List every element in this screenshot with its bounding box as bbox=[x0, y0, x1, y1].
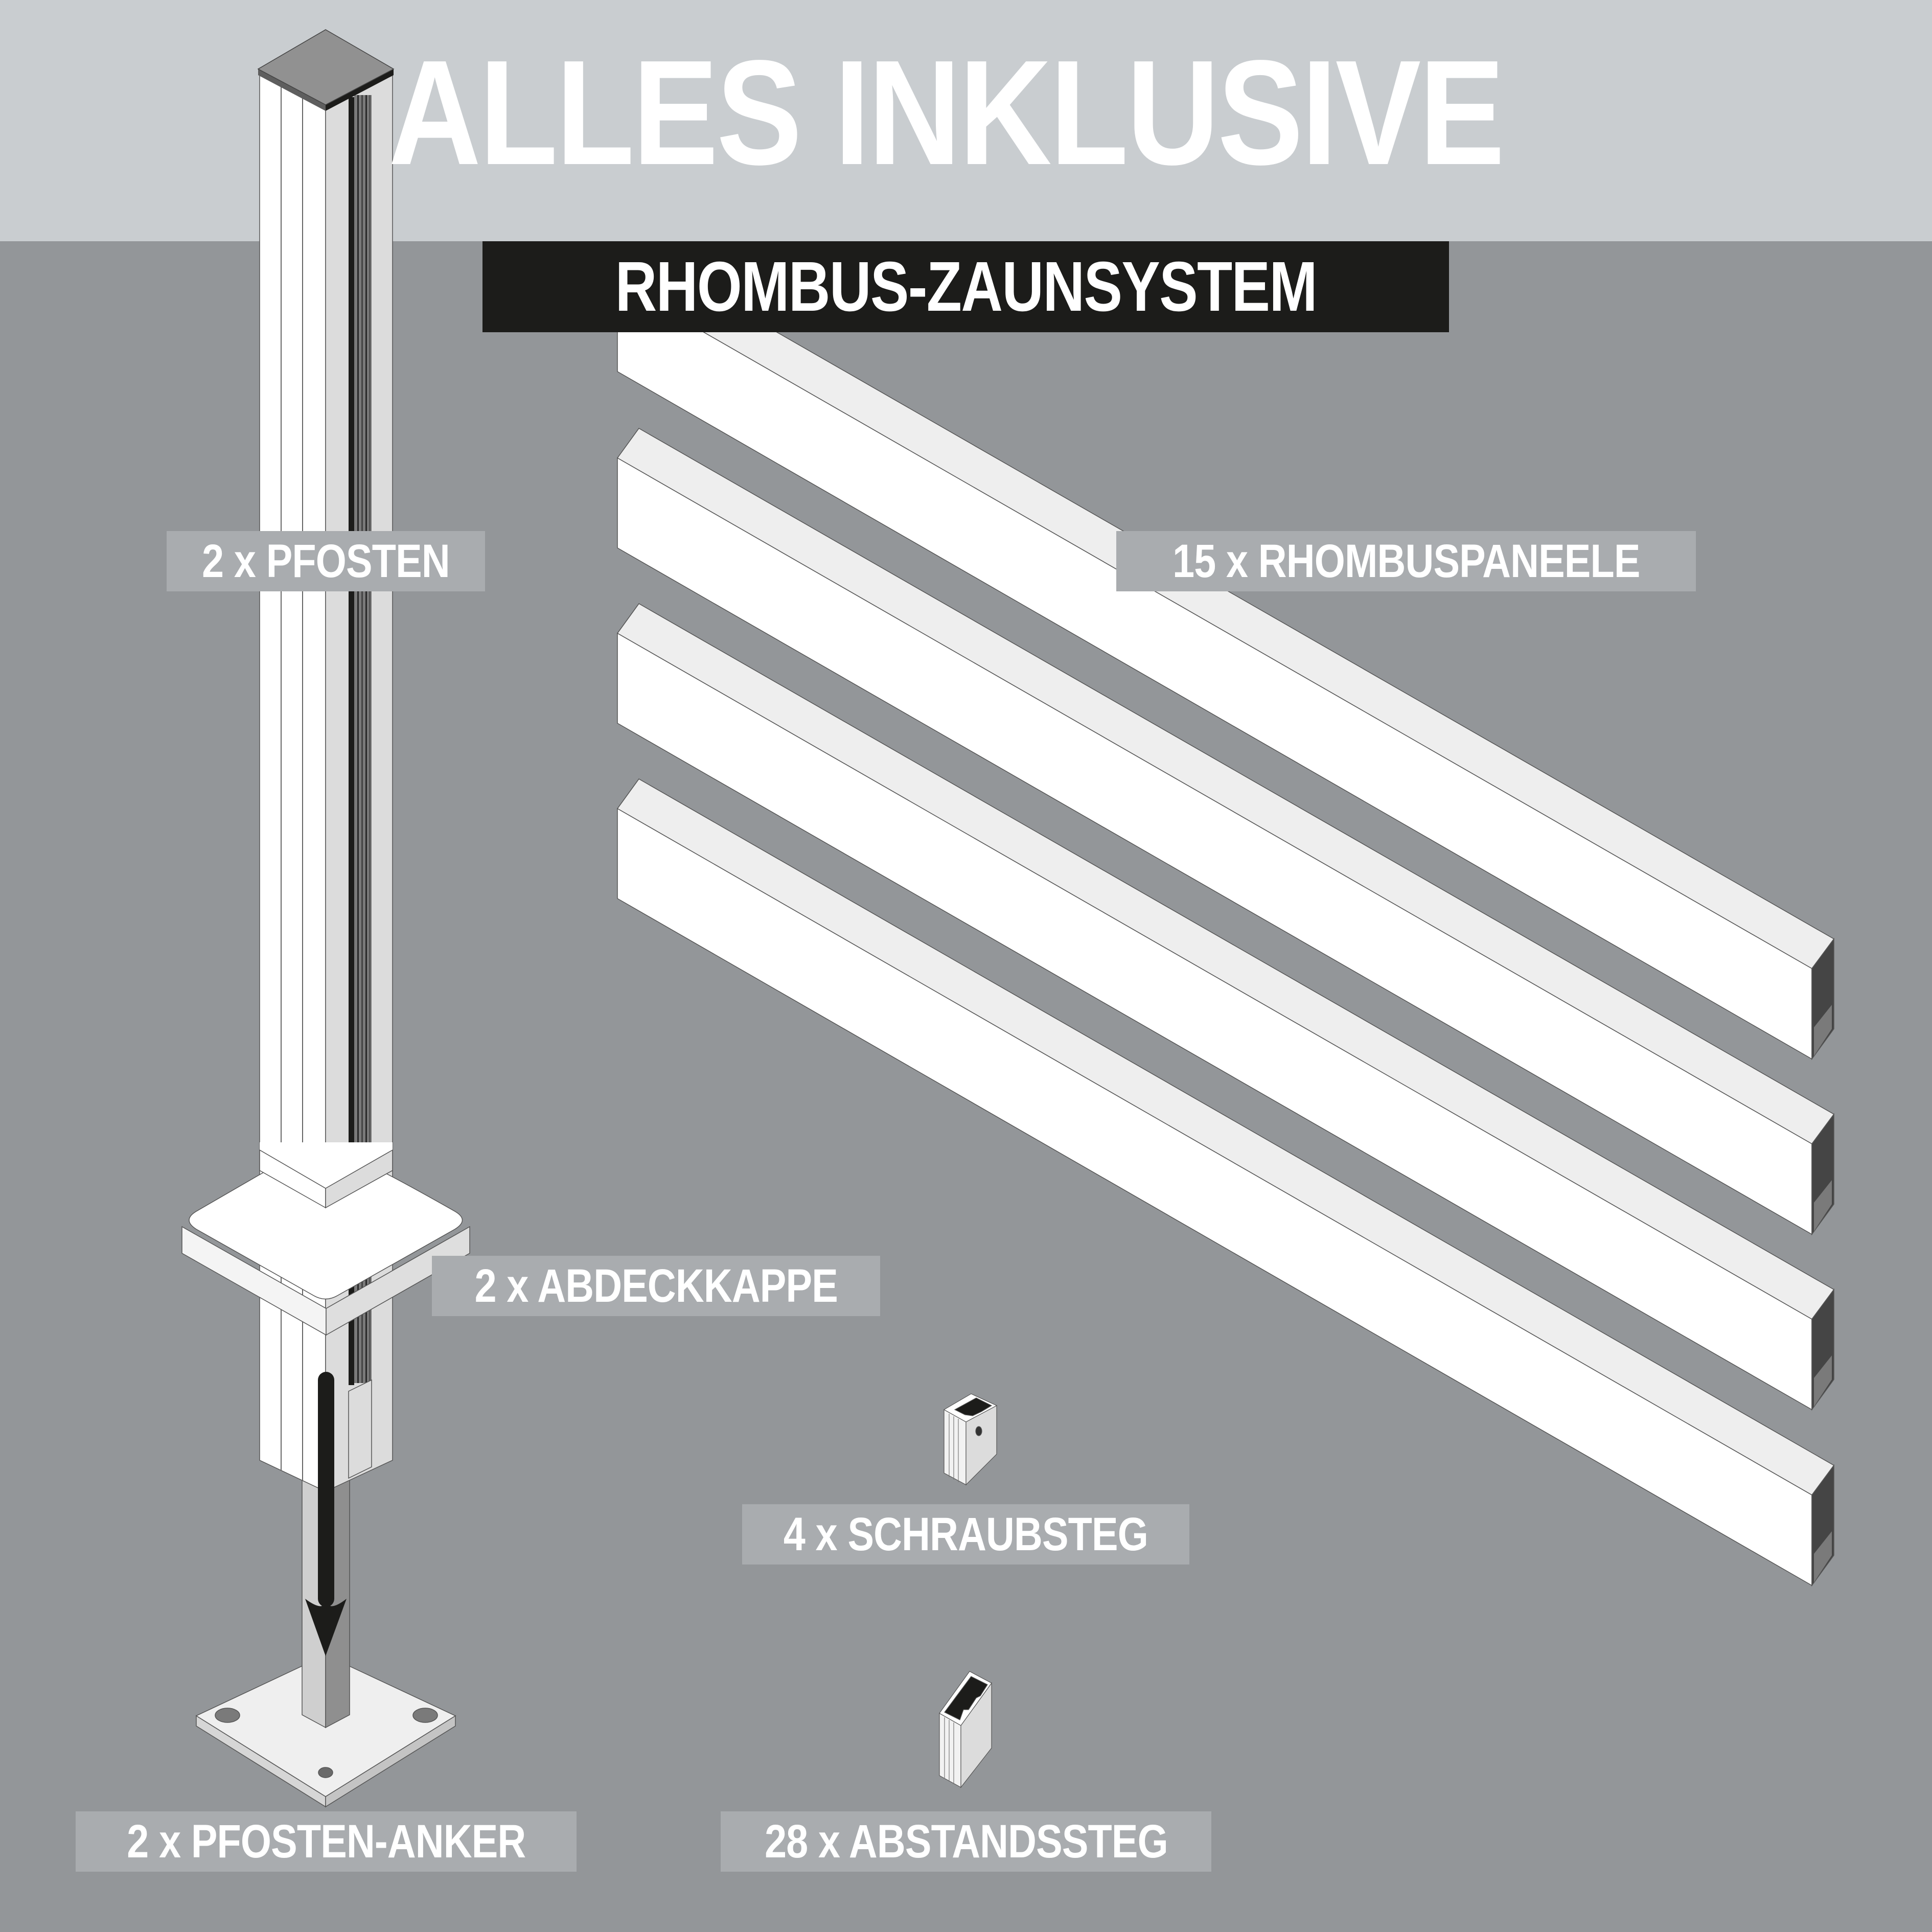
label-text: 2 x PFOSTEN-ANKER bbox=[126, 1815, 526, 1868]
panel-4 bbox=[616, 778, 1835, 1587]
page-subtitle: RHOMBUS-ZAUNSYSTEM bbox=[615, 247, 1317, 326]
label-text: 15 x RHOMBUSPANEELE bbox=[1172, 535, 1640, 587]
panel-3 bbox=[616, 603, 1835, 1411]
rhombus-panel-icon bbox=[616, 252, 1835, 1587]
page-title: ALLES INKLUSIVE bbox=[388, 29, 1505, 196]
panel-1 bbox=[616, 252, 1835, 1061]
arrow-down-icon bbox=[305, 1372, 347, 1656]
label-rhombuspaneele: 15 x RHOMBUSPANEELE bbox=[1116, 531, 1696, 591]
screw-bar-icon bbox=[943, 1393, 998, 1486]
panel-2 bbox=[616, 428, 1835, 1236]
label-text: 2 x PFOSTEN bbox=[202, 535, 450, 587]
cover-cap-icon bbox=[181, 1142, 470, 1336]
label-text: 2 x ABDECKKAPPE bbox=[474, 1260, 838, 1312]
label-pfosten-anker: 2 x PFOSTEN-ANKER bbox=[76, 1811, 577, 1872]
subtitle-banner: RHOMBUS-ZAUNSYSTEM bbox=[482, 241, 1449, 332]
fence-post-icon bbox=[257, 29, 395, 1492]
label-abstandssteg: 28 x ABSTANDSSTEG bbox=[721, 1811, 1211, 1872]
label-text: 4 x SCHRAUBSTEG bbox=[783, 1508, 1148, 1560]
label-pfosten: 2 x PFOSTEN bbox=[167, 531, 485, 591]
spacer-bar-icon bbox=[939, 1671, 992, 1788]
label-schraubsteg: 4 x SCHRAUBSTEG bbox=[742, 1504, 1189, 1565]
label-text: 28 x ABSTANDSSTEG bbox=[764, 1815, 1168, 1868]
label-abdeckkappe: 2 x ABDECKKAPPE bbox=[432, 1256, 880, 1316]
